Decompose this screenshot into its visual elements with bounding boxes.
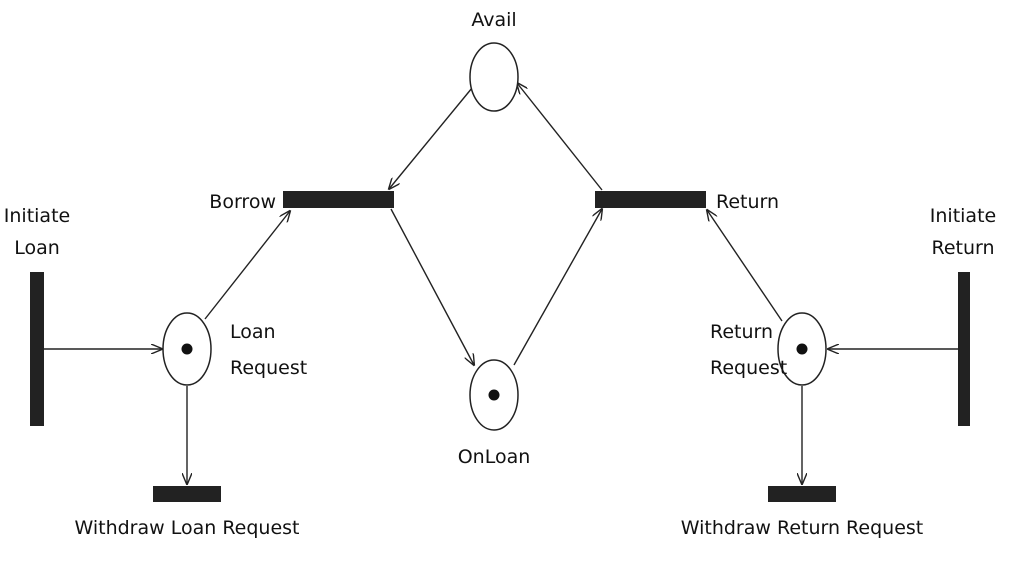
arc-return-request-to-return [707, 210, 783, 322]
transition-withdraw-loan-request-label: Withdraw Loan Request [74, 517, 299, 539]
arc-borrow-to-onloan [390, 208, 474, 365]
place-return-request [777, 312, 827, 386]
place-return-request-label-line1: Return [710, 321, 773, 343]
transition-return-bar [595, 191, 706, 208]
arcs [44, 83, 958, 484]
transition-borrow-bar [283, 191, 394, 208]
transition-initiate-loan-label-line1: Initiate [4, 205, 70, 227]
place-avail-circle [469, 42, 519, 112]
transition-borrow-label: Borrow [209, 191, 276, 213]
transition-initiate-loan-bar [30, 272, 44, 426]
arc-avail-to-borrow [389, 87, 473, 189]
token-onloan [488, 389, 500, 401]
transition-withdraw-return-request-bar [768, 486, 836, 502]
place-avail [469, 42, 519, 112]
transition-withdraw-return-request-label: Withdraw Return Request [681, 517, 924, 539]
transition-return-label: Return [716, 191, 779, 213]
transition-initiate-loan-label-line2: Loan [14, 237, 60, 259]
transition-initiate-return-label-line2: Return [931, 237, 994, 259]
place-onloan [469, 359, 519, 431]
arc-return-to-avail [517, 83, 603, 191]
place-avail-label: Avail [471, 9, 516, 31]
place-loan-request-label-line1: Loan [230, 321, 276, 343]
transition-initiate-return-label-line1: Initiate [930, 205, 996, 227]
place-loan-request [162, 312, 212, 386]
transition-withdraw-loan-request-bar [153, 486, 221, 502]
arc-onloan-to-return [513, 209, 602, 366]
token-return-request [796, 343, 808, 355]
arc-loan-request-to-borrow [204, 211, 290, 320]
transition-initiate-return-bar [958, 272, 970, 426]
place-return-request-label-line2: Request [710, 357, 787, 379]
place-onloan-label: OnLoan [458, 446, 531, 468]
token-loan-request [181, 343, 193, 355]
place-loan-request-label-line2: Request [230, 357, 307, 379]
